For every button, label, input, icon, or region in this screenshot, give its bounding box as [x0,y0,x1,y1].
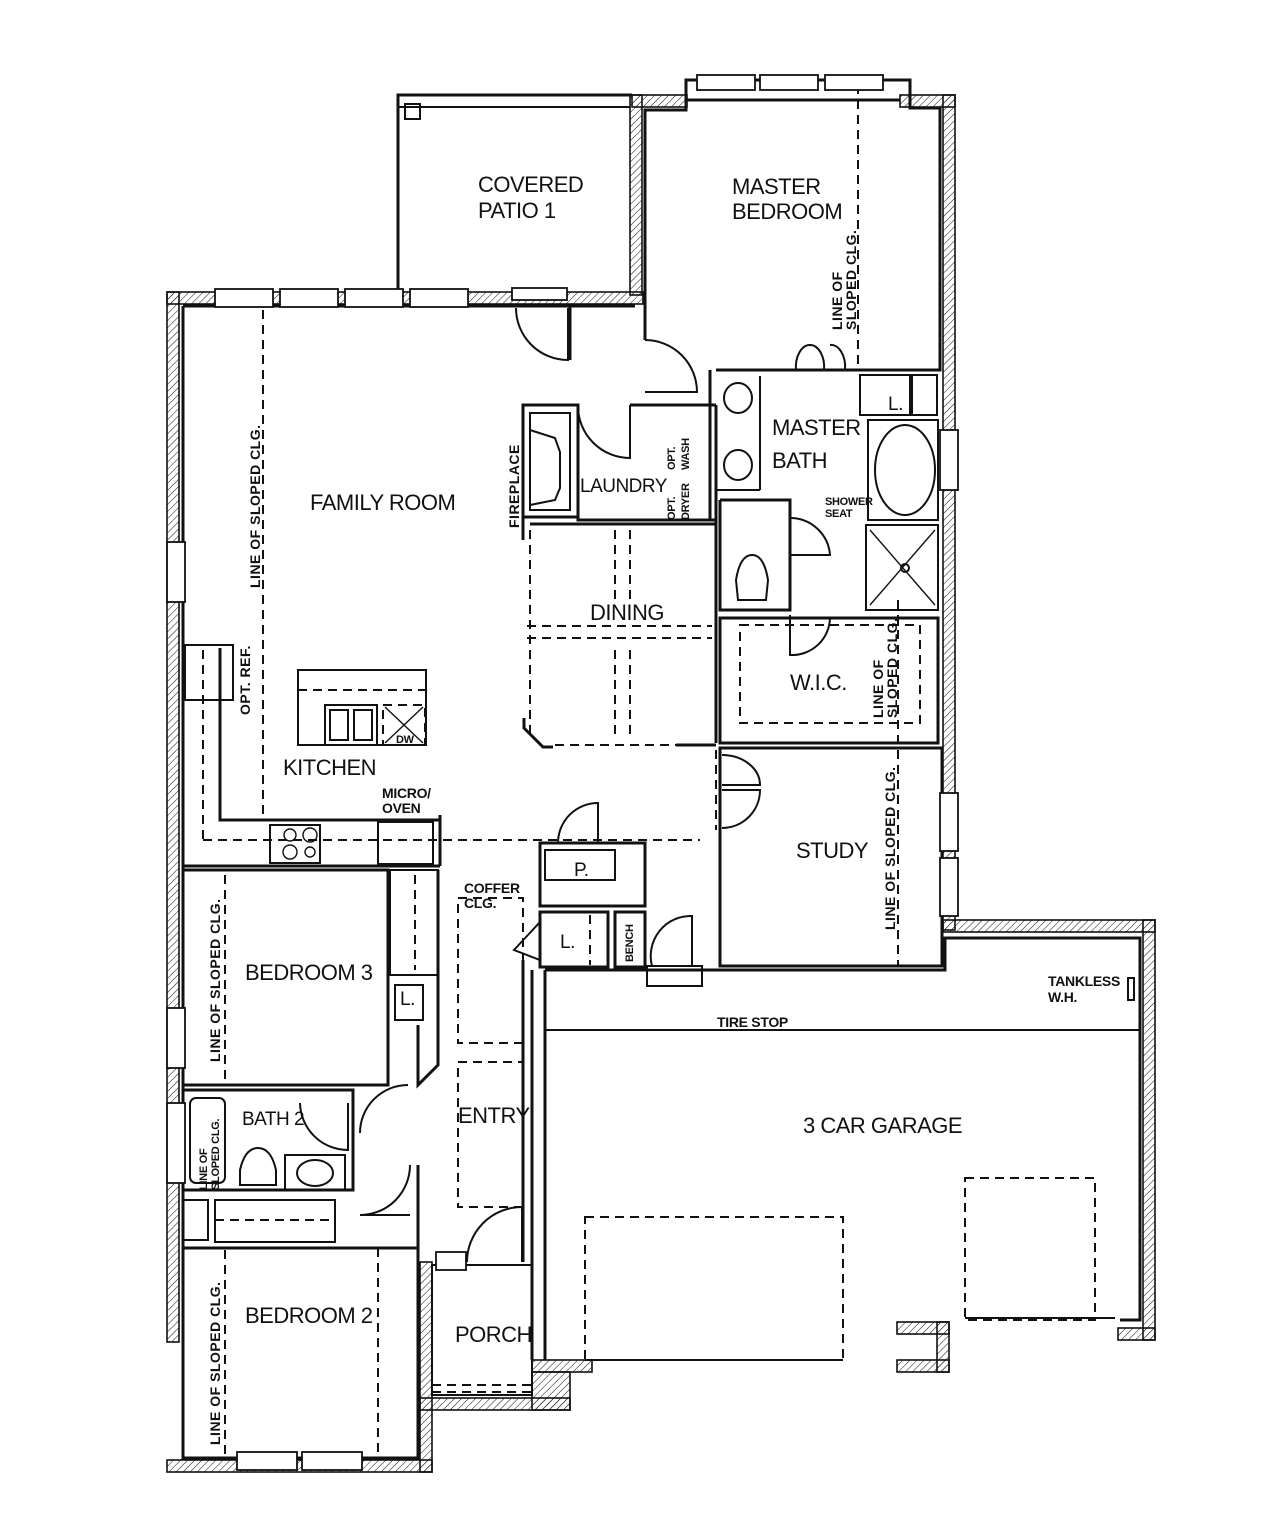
label-dw: DW [396,734,415,746]
label-opt-dryer-2: DRYER [680,483,692,520]
label-bench: BENCH [624,924,636,962]
label-shower-seat: SHOWER [825,496,873,508]
windows [166,74,959,1471]
label-covered-patio-2: PATIO 1 [478,198,556,223]
label-linen-hall: L. [560,932,575,953]
label-entry: ENTRY [458,1103,530,1128]
room-labels: COVERED PATIO 1 MASTER BEDROOM FAMILY RO… [242,172,963,1347]
label-sloped-bed2: LINE OF SLOPED CLG. [207,1281,223,1445]
label-bath2: BATH 2 [242,1109,304,1130]
label-coffer: COFFER [464,880,520,896]
label-opt-wash: OPT. [666,447,678,470]
label-shower-seat-2: SEAT [825,508,853,520]
label-master-bath: MASTER [772,415,861,440]
label-family-room: FAMILY ROOM [310,490,455,515]
label-kitchen: KITCHEN [283,755,376,780]
label-sloped-master: LINE OF [829,271,845,330]
label-study: STUDY [796,838,869,863]
label-opt-ref: OPT. REF. [237,645,253,715]
label-pantry: P. [574,860,589,881]
label-linen-master: L. [888,394,903,415]
doors [299,307,847,1263]
label-master-bedroom-2: BEDROOM [732,199,842,224]
label-bedroom3: BEDROOM 3 [245,960,373,985]
label-tire-stop: TIRE STOP [717,1014,788,1030]
label-sloped-master-2: SLOPED CLG. [843,230,859,330]
label-dining: DINING [590,600,664,625]
label-wic: W.I.C. [790,670,847,695]
label-micro-oven-2: OVEN [382,800,421,816]
label-master-bath-2: BATH [772,448,827,473]
label-sloped-bed3: LINE OF SLOPED CLG. [207,898,223,1062]
label-opt-wash-2: WASH [680,438,692,470]
label-bedroom2: BEDROOM 2 [245,1303,373,1328]
label-sloped-bath2-2: SLOPED CLG. [210,1118,222,1190]
label-porch: PORCH [455,1322,532,1347]
label-sloped-study: LINE OF SLOPED CLG. [882,766,898,930]
interior-walls [181,78,1142,1460]
label-micro-oven: MICRO/ [382,785,431,801]
label-coffer-2: CLG. [464,895,496,911]
label-opt-dryer: OPT. [666,497,678,520]
label-tankless-2: W.H. [1048,989,1077,1005]
label-sloped-bath2: LINE OF [198,1148,210,1190]
label-garage: 3 CAR GARAGE [803,1113,962,1138]
label-sloped-wic-2: SLOPED CLG. [884,618,900,718]
label-laundry: LAUNDRY [580,476,668,497]
exterior-walls [166,94,1156,1473]
label-fireplace: FIREPLACE [506,444,522,528]
label-sloped-family: LINE OF SLOPED CLG. [247,424,263,588]
label-master-bedroom: MASTER [732,174,821,199]
label-tankless: TANKLESS [1048,973,1120,989]
label-linen-bed3: L. [400,989,415,1010]
label-covered-patio: COVERED [478,172,583,197]
label-sloped-wic: LINE OF [870,659,886,718]
annotations: FIREPLACE OPT. DRYER OPT. WASH SHOWER SE… [198,230,1120,1445]
